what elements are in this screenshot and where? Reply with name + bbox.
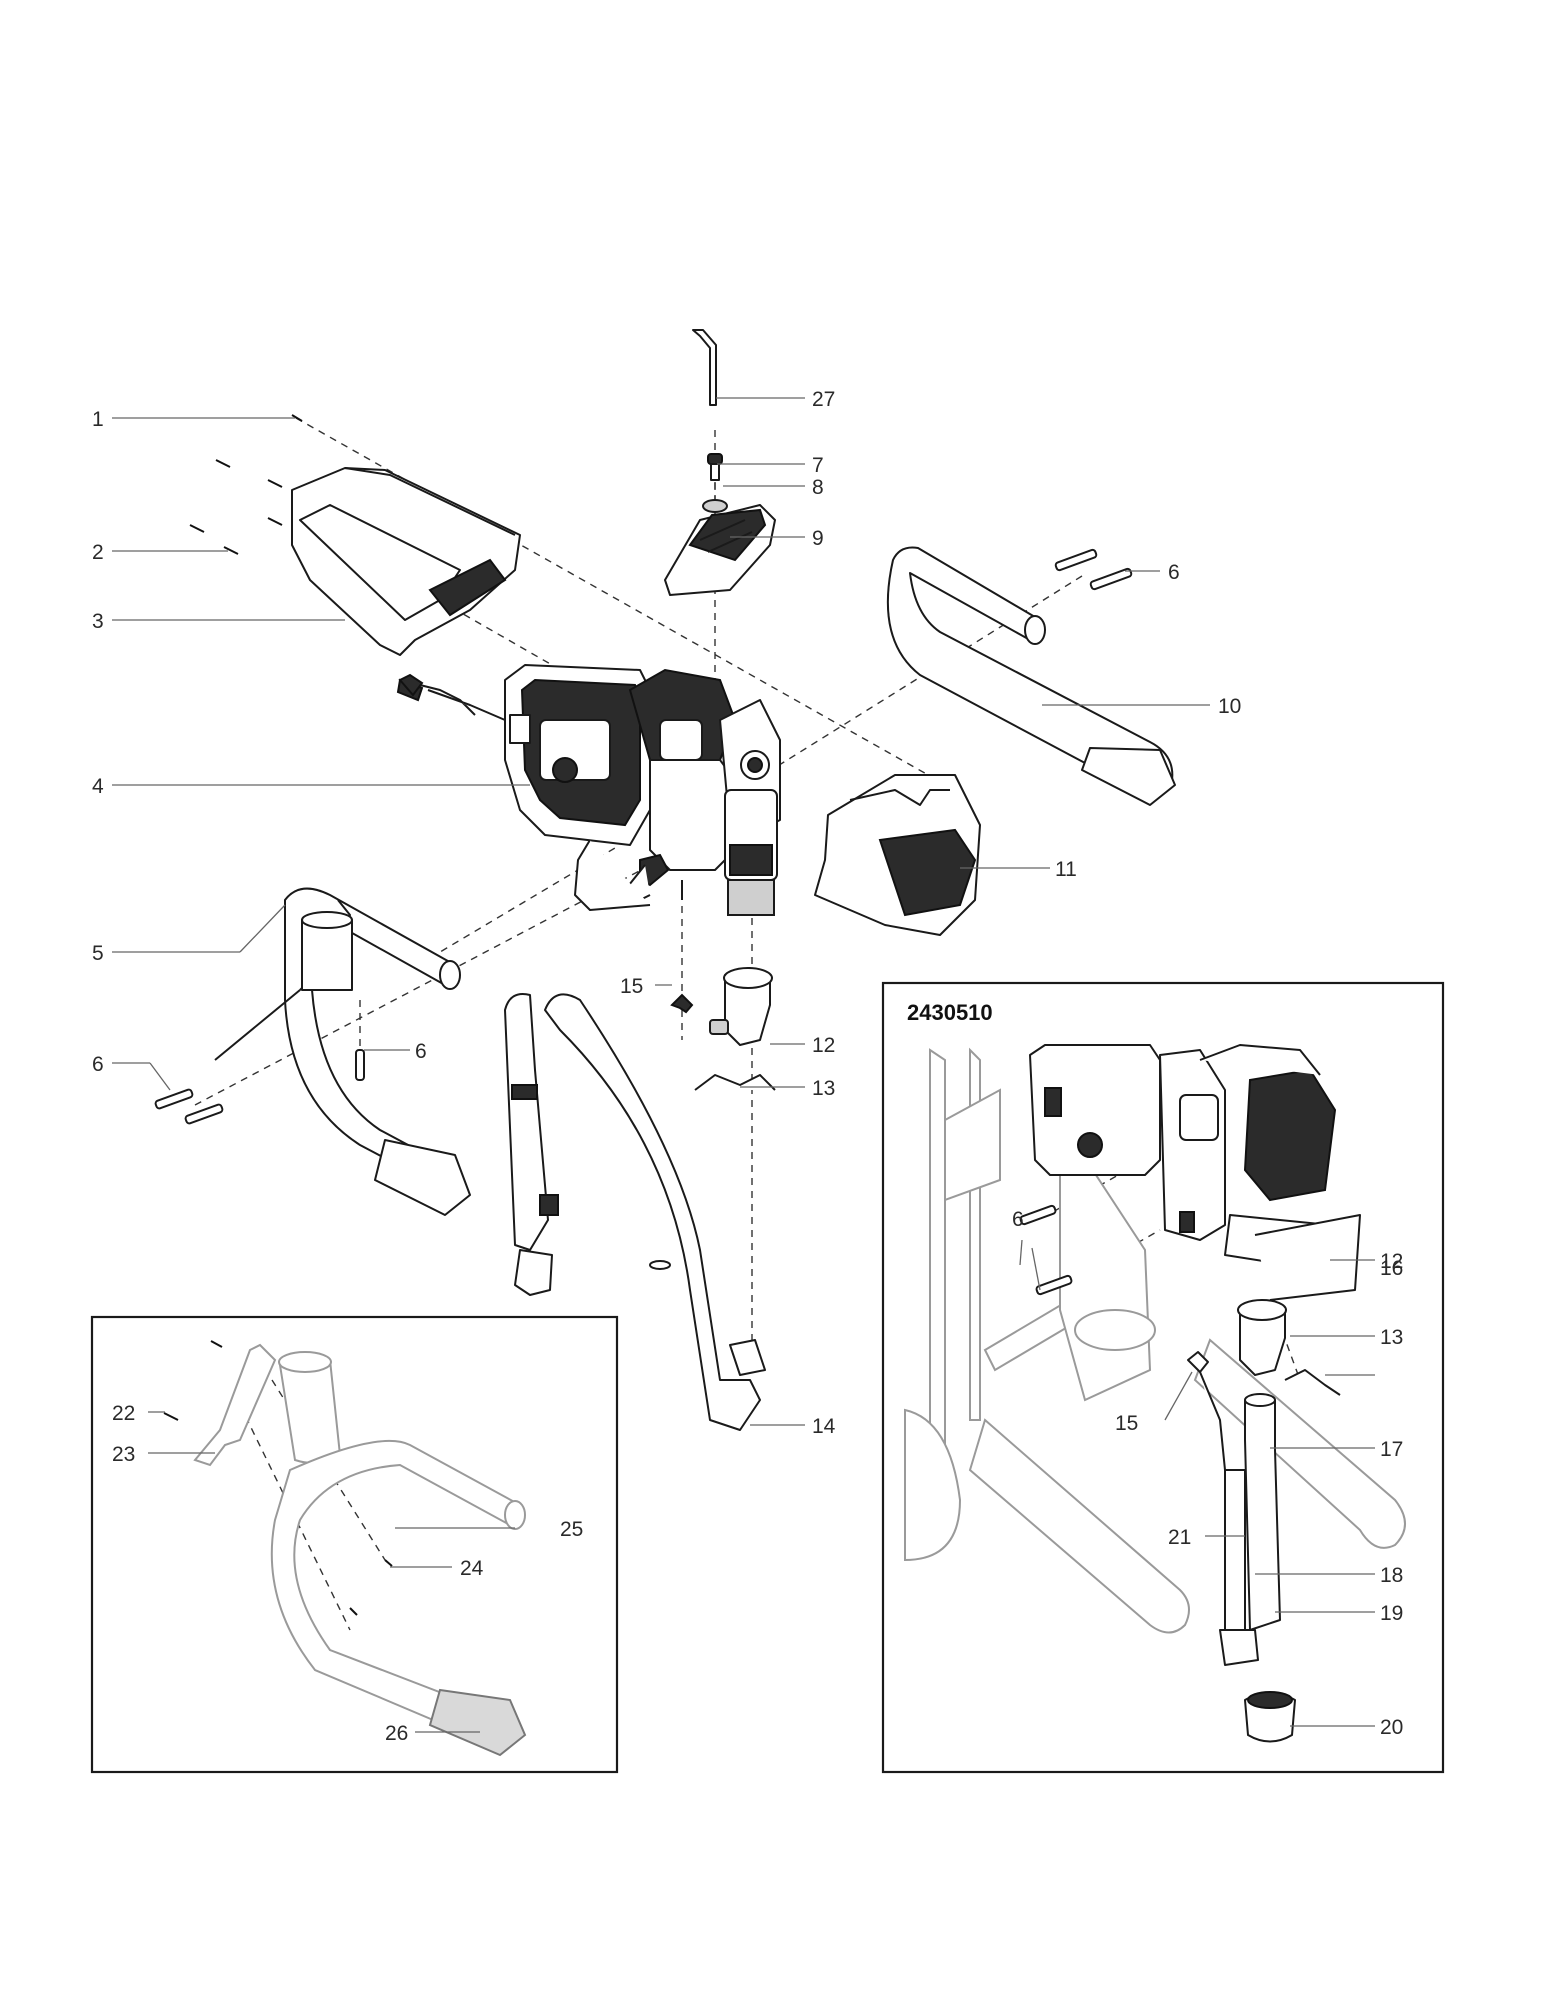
callout-label: 14 bbox=[812, 1415, 836, 1438]
callout-label: 11 bbox=[1055, 858, 1077, 881]
cover-screws-part bbox=[189, 414, 303, 555]
callout-label: 6 bbox=[415, 1040, 427, 1063]
callout-leaders bbox=[112, 397, 1375, 1733]
screw-part bbox=[707, 453, 723, 481]
inlet-fitting-part bbox=[709, 967, 773, 1046]
clip-part bbox=[670, 993, 694, 1014]
washer-part bbox=[702, 499, 728, 513]
callout-label: 19 bbox=[1380, 1602, 1403, 1625]
inset-right: 2430510 bbox=[881, 981, 1445, 1774]
inset-left bbox=[90, 1315, 619, 1774]
callout-label: 6 bbox=[92, 1053, 104, 1076]
frame-bolts-part bbox=[154, 1049, 365, 1125]
pump-shroud-part bbox=[814, 774, 981, 936]
power-cord-part bbox=[398, 673, 506, 721]
callout-label: 16 bbox=[1380, 1257, 1403, 1280]
callout-label: 13 bbox=[1380, 1326, 1403, 1349]
callout-label: 3 bbox=[92, 610, 104, 633]
callout-label: 6 bbox=[1168, 561, 1180, 584]
callout-labels: 1 2 3 4 5 6 6 6 6 7 8 9 10 11 12 12 13 1… bbox=[92, 388, 1403, 1745]
callout-label: 21 bbox=[1168, 1526, 1191, 1549]
callout-label: 23 bbox=[112, 1443, 135, 1466]
callout-label: 22 bbox=[112, 1402, 135, 1425]
callout-label: 17 bbox=[1380, 1438, 1403, 1461]
spring-clip-part bbox=[694, 1074, 776, 1091]
callout-label: 13 bbox=[812, 1077, 835, 1100]
inset-right-parts bbox=[904, 1044, 1406, 1743]
callout-label: 9 bbox=[812, 527, 824, 550]
callout-label: 12 bbox=[1380, 1250, 1403, 1273]
callout-label: 18 bbox=[1380, 1564, 1403, 1587]
callout-label: 12 bbox=[812, 1034, 835, 1057]
callout-label: 5 bbox=[92, 942, 104, 965]
callout-label: 15 bbox=[1115, 1412, 1138, 1435]
callout-label: 8 bbox=[812, 476, 824, 499]
motor-cover-part bbox=[291, 467, 521, 656]
callout-label: 1 bbox=[92, 408, 104, 431]
callout-label: 6 bbox=[1012, 1208, 1024, 1231]
callout-label: 10 bbox=[1218, 695, 1241, 718]
callout-label: 25 bbox=[560, 1518, 583, 1541]
motor-pump-part bbox=[396, 664, 781, 916]
handle-grip-part bbox=[664, 504, 776, 596]
inset-title: 2430510 bbox=[907, 1000, 993, 1025]
left-leg-frame-part bbox=[214, 887, 471, 1216]
callout-label: 2 bbox=[92, 541, 104, 564]
callout-label: 4 bbox=[92, 775, 104, 798]
right-leg-frame-part bbox=[886, 546, 1176, 806]
hex-key-part bbox=[692, 329, 717, 406]
callout-label: 27 bbox=[812, 388, 835, 411]
callout-label: 15 bbox=[620, 975, 643, 998]
suction-hose-part bbox=[504, 993, 766, 1431]
callout-label: 26 bbox=[385, 1722, 408, 1745]
callout-label: 20 bbox=[1380, 1716, 1403, 1739]
inset-left-parts bbox=[163, 1340, 527, 1757]
leg-bolts-part bbox=[1054, 548, 1133, 591]
callout-label: 24 bbox=[460, 1557, 484, 1580]
main-assembly bbox=[154, 329, 1176, 1431]
callout-label: 7 bbox=[812, 454, 824, 477]
